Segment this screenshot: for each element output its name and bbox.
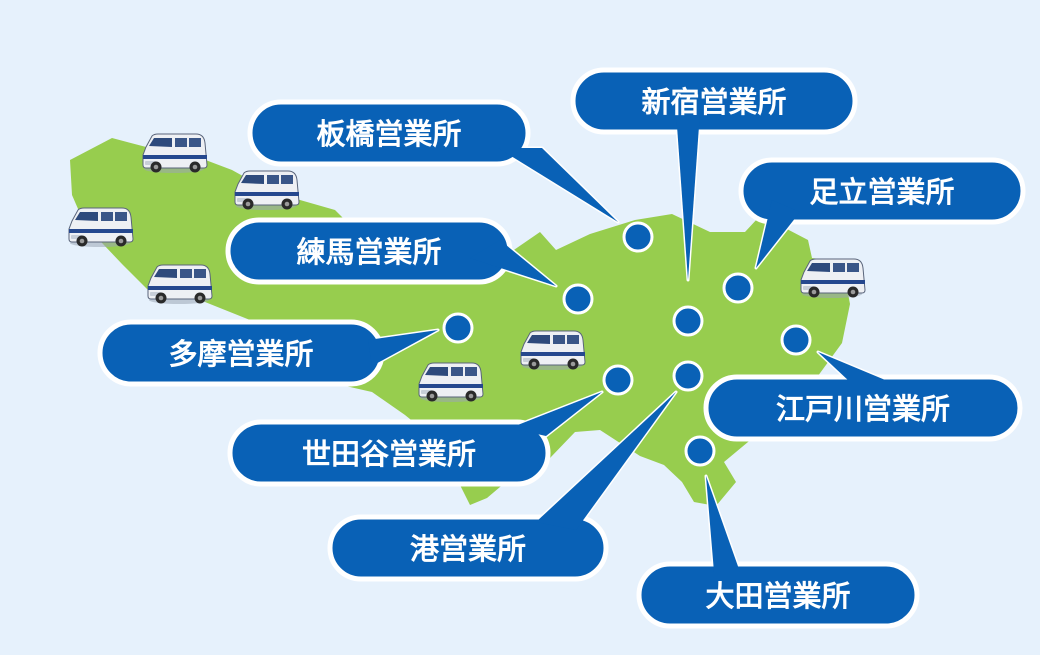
office-marker[interactable] bbox=[672, 360, 704, 392]
office-label: 新宿営業所 bbox=[641, 85, 786, 119]
office-marker[interactable] bbox=[722, 272, 754, 304]
office-callout-itabashi[interactable]: 板橋営業所 bbox=[247, 99, 654, 253]
office-callout-adachi[interactable]: 足立営業所 bbox=[722, 157, 1026, 304]
office-callout-nerima[interactable]: 練馬営業所 bbox=[225, 217, 594, 315]
van-icon bbox=[68, 207, 134, 248]
office-label: 多摩営業所 bbox=[168, 337, 313, 371]
van-icon bbox=[147, 264, 213, 305]
office-callout-edogawa[interactable]: 江戸川営業所 bbox=[703, 324, 1023, 442]
office-label: 江戸川営業所 bbox=[776, 392, 950, 426]
office-marker[interactable] bbox=[442, 312, 474, 344]
office-callout-ota[interactable]: 大田営業所 bbox=[636, 435, 920, 629]
van-icon bbox=[418, 362, 484, 403]
office-marker[interactable] bbox=[562, 283, 594, 315]
office-label: 港営業所 bbox=[410, 532, 526, 566]
office-callout-shinjuku[interactable]: 新宿営業所 bbox=[570, 67, 858, 337]
office-marker[interactable] bbox=[622, 221, 654, 253]
office-marker[interactable] bbox=[672, 305, 704, 337]
van-icon bbox=[234, 170, 300, 211]
office-label: 世田谷営業所 bbox=[302, 437, 476, 471]
office-marker[interactable] bbox=[602, 364, 634, 396]
van-icon bbox=[520, 330, 586, 371]
office-label: 練馬営業所 bbox=[296, 235, 441, 269]
van-icon bbox=[800, 258, 866, 299]
office-label: 板橋営業所 bbox=[316, 117, 461, 151]
office-callout-setagaya[interactable]: 世田谷営業所 bbox=[227, 364, 634, 487]
office-label: 大田営業所 bbox=[705, 579, 850, 613]
van-icon bbox=[142, 133, 208, 174]
office-marker[interactable] bbox=[684, 435, 716, 467]
office-marker[interactable] bbox=[780, 324, 812, 356]
office-callout-minato[interactable]: 港営業所 bbox=[327, 360, 704, 582]
office-callout-tama[interactable]: 多摩営業所 bbox=[97, 312, 474, 387]
office-label: 足立営業所 bbox=[809, 175, 954, 209]
